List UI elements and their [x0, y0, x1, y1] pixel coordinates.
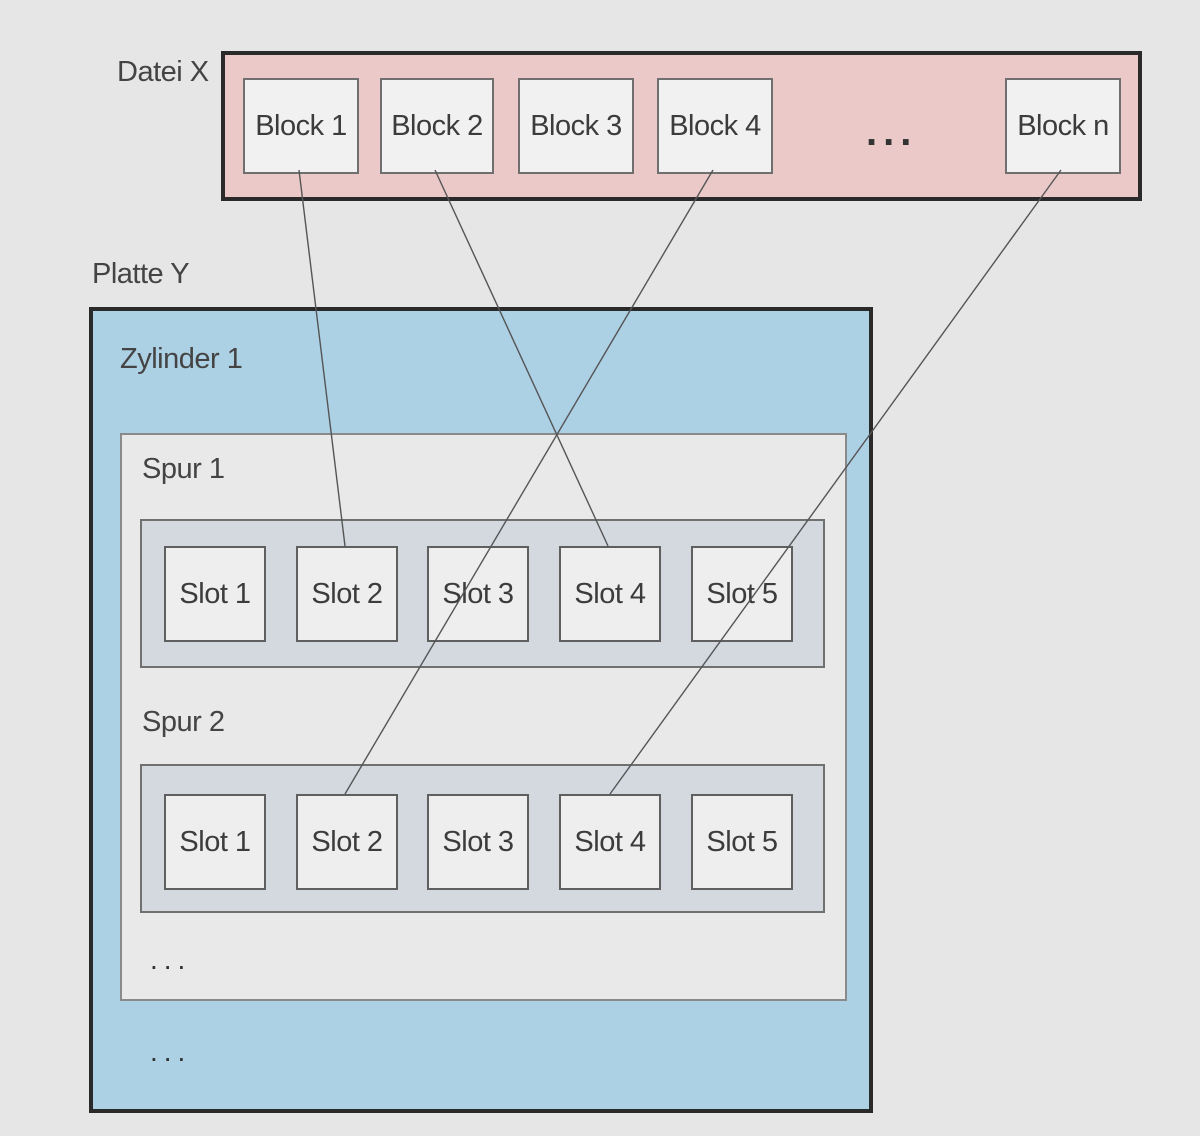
- track-1-slot-2: Slot 2: [296, 546, 398, 642]
- track-2-label: Spur 2: [142, 706, 225, 738]
- disk-label: Platte Y: [92, 258, 190, 290]
- track-1-slot-4: Slot 4: [559, 546, 661, 642]
- more-cylinders-ellipsis: ...: [150, 1036, 192, 1067]
- track-2-slot-1: Slot 1: [164, 794, 266, 890]
- file-label: Datei X: [117, 56, 209, 88]
- block-1: Block 1: [243, 78, 359, 174]
- track-2-slot-4: Slot 4: [559, 794, 661, 890]
- track-1-slot-5: Slot 5: [691, 546, 793, 642]
- track-2-slot-2: Slot 2: [296, 794, 398, 890]
- cylinder-label: Zylinder 1: [120, 343, 243, 375]
- track-2-slot-5: Slot 5: [691, 794, 793, 890]
- more-tracks-ellipsis: ...: [150, 944, 192, 975]
- block-2: Block 2: [380, 78, 494, 174]
- block-n: Block n: [1005, 78, 1121, 174]
- track-1-slot-1: Slot 1: [164, 546, 266, 642]
- block-4: Block 4: [657, 78, 773, 174]
- track-1-label: Spur 1: [142, 453, 225, 485]
- block-3: Block 3: [518, 78, 634, 174]
- track-2-slot-3: Slot 3: [427, 794, 529, 890]
- track-1-slot-3: Slot 3: [427, 546, 529, 642]
- file-ellipsis: ...: [866, 110, 918, 154]
